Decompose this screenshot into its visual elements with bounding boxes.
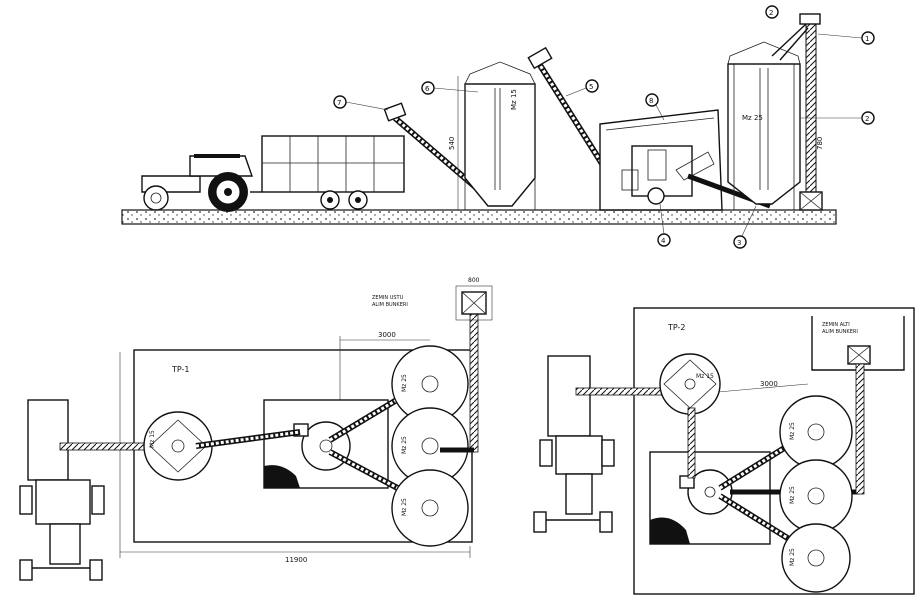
silo-mz25-label: Mz 25 [742, 114, 763, 122]
svg-text:8: 8 [649, 97, 653, 105]
svg-text:Mz 15: Mz 15 [149, 430, 156, 448]
svg-text:Mz 25: Mz 25 [401, 498, 408, 516]
tp2-silo-large-3: Mz 25 [781, 523, 851, 593]
tp1-silo-large-3: Mz 25 [391, 469, 469, 547]
tp2-feed-conveyor [575, 387, 667, 396]
callout-2-top: 2 [765, 5, 779, 19]
tp2-hopper-label-1: ZEMIN ALTI [822, 322, 850, 328]
plan-tp1: TP-1 11900 3000 Mz 15 [19, 277, 493, 581]
svg-text:Mz 25: Mz 25 [789, 422, 796, 440]
callout-5: 5 [565, 79, 599, 97]
tp2-silo-small: Mz 15 [659, 353, 721, 415]
svg-text:Mz 25: Mz 25 [401, 436, 408, 454]
tp1-hopper-label-1: ZEMIN USTU [372, 295, 404, 301]
svg-text:1: 1 [865, 35, 869, 43]
tp2-vertical-conveyor [855, 363, 865, 495]
tp2-silo-large-1: Mz 25 [779, 395, 853, 469]
tp1-dim-spacing: 3000 [378, 331, 396, 339]
svg-text:Mz 15: Mz 15 [696, 373, 714, 380]
svg-text:6: 6 [425, 85, 430, 93]
tp2-silo-large-2: Mz 25 [779, 459, 853, 533]
svg-text:3: 3 [737, 239, 741, 247]
dim-silo-large: 780 [816, 137, 824, 150]
tp2-title: TP-2 [667, 323, 686, 332]
tp2-frame [633, 307, 915, 595]
svg-text:5: 5 [589, 83, 593, 91]
callouts: 1 2 2 3 4 [333, 5, 875, 249]
tp2-hopper-label-2: ALIM BUNKERI [822, 329, 858, 335]
svg-text:2: 2 [769, 9, 773, 17]
ground-slab [121, 209, 837, 225]
tp1-dim-width: 11900 [285, 556, 307, 564]
trailer [250, 135, 405, 210]
tp1-vertical-conveyor [469, 311, 479, 453]
callout-6: 6 [421, 81, 479, 95]
tp1-hopper-label-2: ALIM BUNKERI [372, 302, 408, 308]
silo-mz15-label: Mz 15 [510, 89, 518, 110]
silo-mz15-elevation: Mz 15 540 [448, 61, 536, 210]
tp1-dim-hopper: 800 [468, 277, 480, 284]
elevation-view: Mz 15 540 [121, 5, 875, 249]
bucket-elevator [771, 13, 823, 211]
callout-8: 8 [645, 93, 665, 121]
tp2-dim-spacing: 3000 [760, 380, 778, 388]
svg-text:Mz 25: Mz 25 [789, 548, 796, 566]
callout-3: 3 [733, 205, 757, 249]
tp2-tractor [533, 355, 615, 533]
tp1-title: TP-1 [171, 365, 190, 374]
tractor [141, 154, 253, 212]
tp1-tractor [19, 399, 105, 581]
plan-tp2: TP-2 ZEMIN ALTI ALIM BUNKERI Mz 15 [533, 307, 915, 595]
callout-1: 1 [817, 31, 875, 45]
mill-shed [599, 109, 723, 211]
callout-2-right: 2 [800, 111, 875, 125]
svg-text:7: 7 [337, 99, 341, 107]
svg-text:4: 4 [661, 237, 666, 245]
dim-silo-small: 540 [448, 137, 456, 150]
callout-7: 7 [333, 95, 389, 111]
svg-text:Mz 25: Mz 25 [401, 374, 408, 392]
silo-mz25-elevation: Mz 25 780 [727, 41, 824, 210]
svg-text:2: 2 [865, 115, 869, 123]
svg-text:Mz 25: Mz 25 [789, 486, 796, 504]
callout-4: 4 [657, 203, 671, 247]
